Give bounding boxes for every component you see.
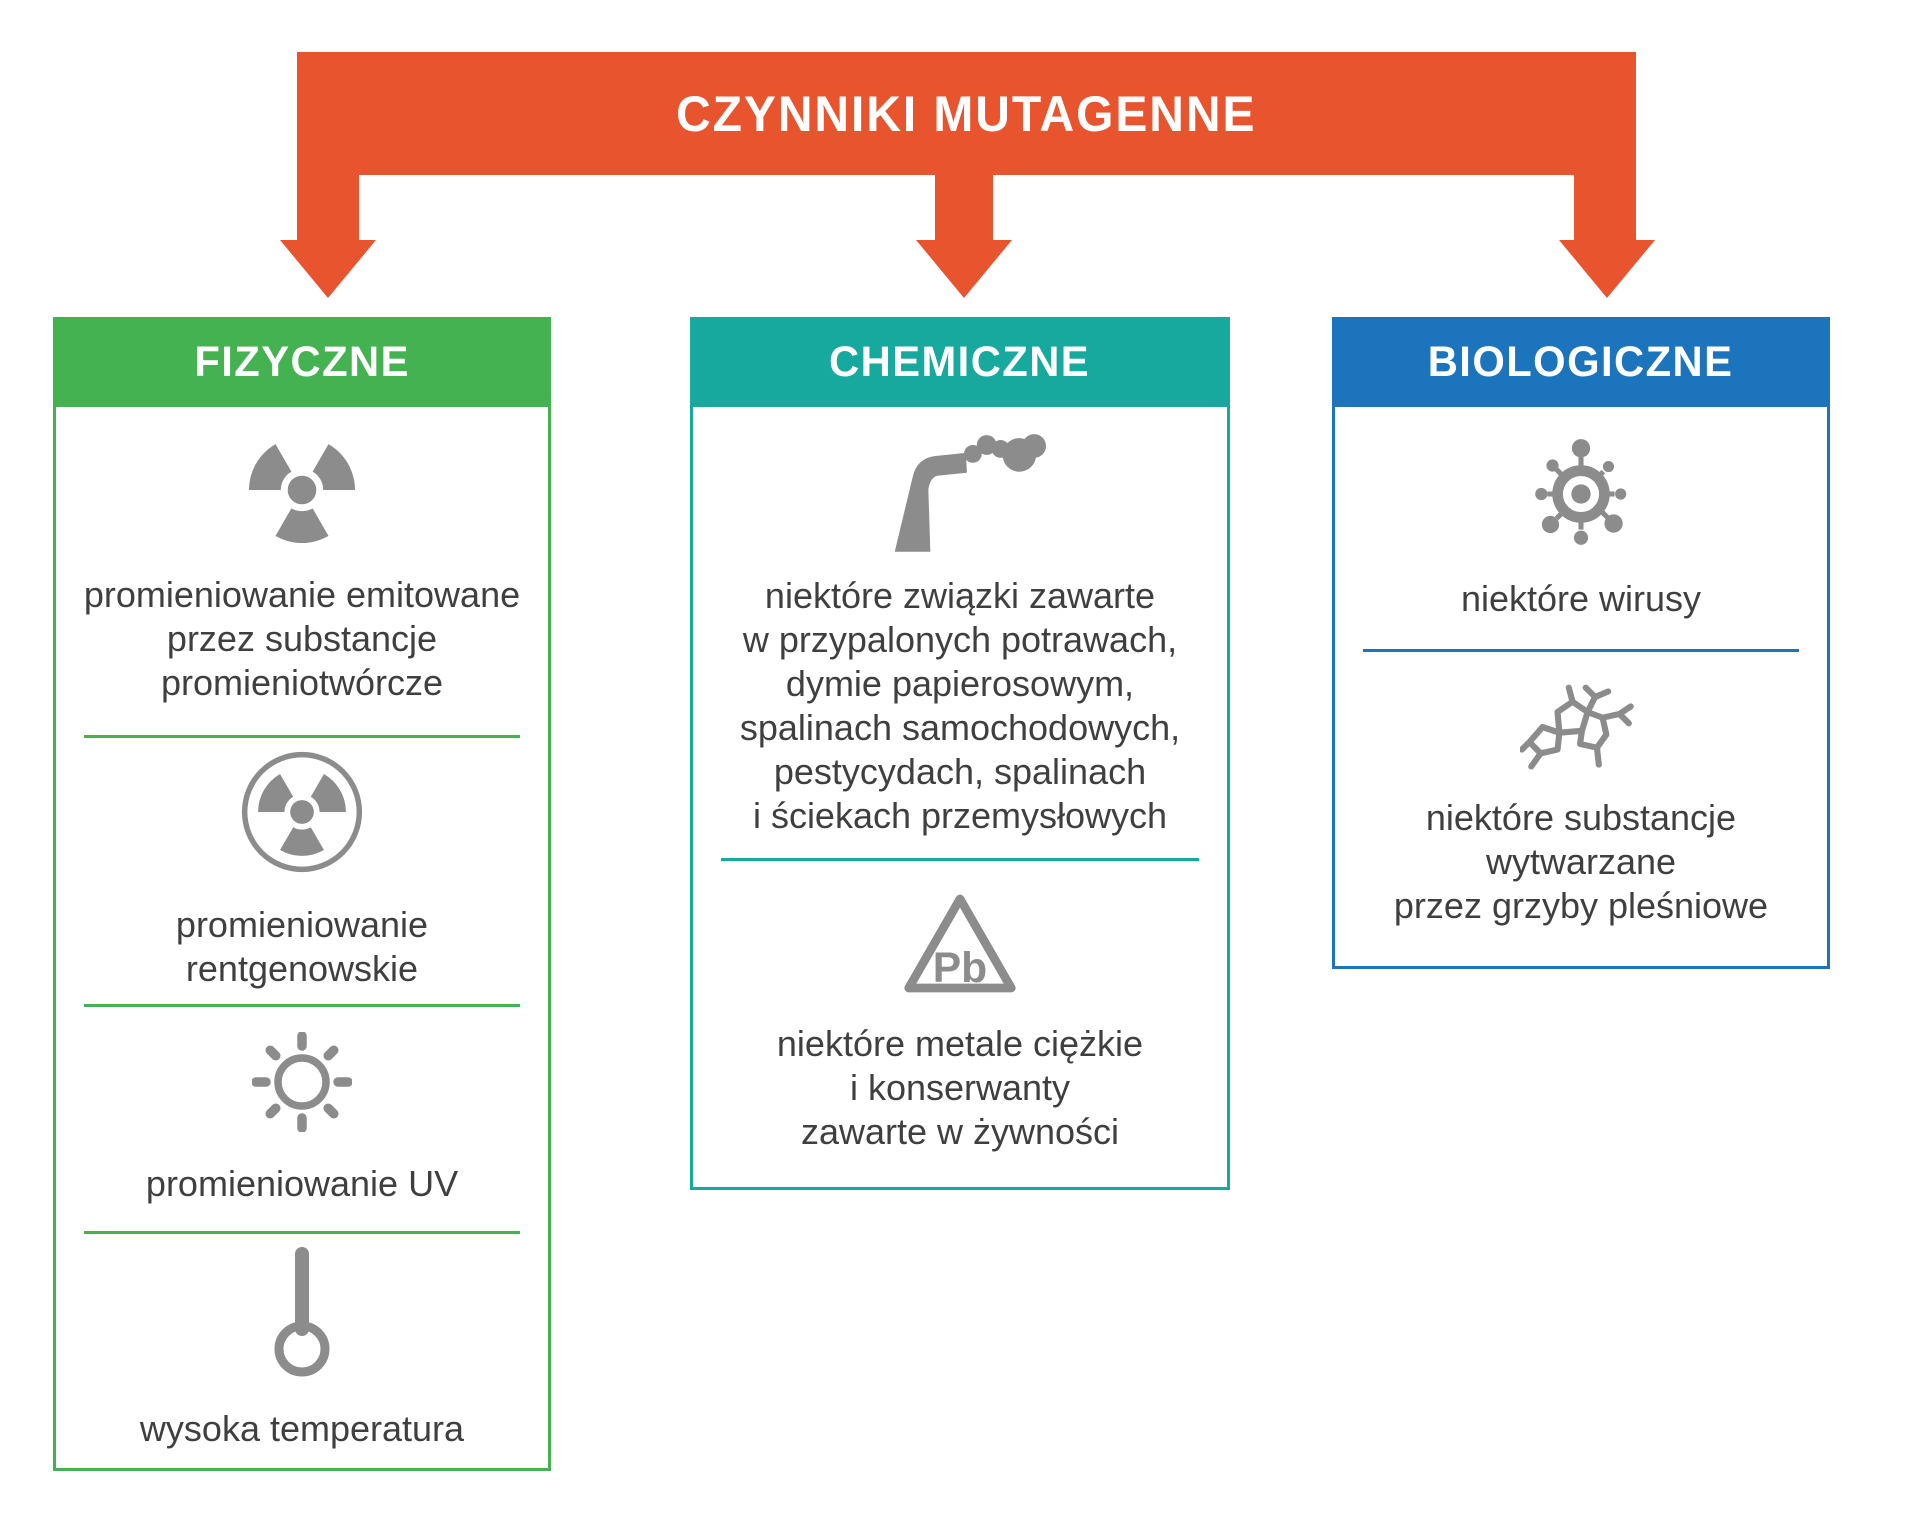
- column-header: FIZYCZNE: [53, 317, 551, 407]
- diagram-title: CZYNNIKI MUTAGENNE: [676, 85, 1257, 142]
- column-header: BIOLOGICZNE: [1332, 317, 1830, 407]
- item-text: promieniowanie rentgenowskie: [175, 904, 429, 989]
- item-text: niektóre związki zawarte w przypalonych …: [739, 574, 1181, 836]
- column-item: Pb niektóre metale ciężkie i konserwanty…: [693, 861, 1227, 1181]
- item-text: niektóre wirusy: [1460, 578, 1702, 619]
- item-text: niektóre substancje wytwarzane przez grz…: [1393, 797, 1769, 926]
- connector-stem-middle: [935, 174, 993, 241]
- radiation-circle-icon: [241, 751, 363, 873]
- item-separator: [721, 858, 1199, 861]
- pb-label: Pb: [933, 944, 987, 992]
- item-text: promieniowanie emitowane przez substancj…: [83, 574, 521, 703]
- column-item: niektóre związki zawarte w przypalonych …: [693, 407, 1227, 858]
- column-item: niektóre substancje wytwarzane przez grz…: [1335, 652, 1827, 956]
- column-item: niektóre wirusy: [1335, 407, 1827, 649]
- column-item: promieniowanie emitowane przez substancj…: [56, 407, 548, 735]
- item-text: niektóre metale ciężkie i konserwanty za…: [776, 1022, 1144, 1152]
- virus-icon: [1522, 435, 1640, 553]
- sun-icon: [252, 1032, 352, 1132]
- column-item: promieniowanie UV: [56, 1007, 548, 1231]
- column-header-label: CHEMICZNE: [829, 337, 1091, 386]
- connector-stem-left: [297, 174, 359, 241]
- category-column-fizyczne: FIZYCZNE promieniowanie emitowane przez …: [53, 317, 551, 1471]
- connector-stem-right: [1574, 174, 1636, 241]
- lead-warning-triangle-icon: Pb: [900, 889, 1020, 998]
- arrow-down-icon: [916, 240, 1012, 298]
- arrow-down-icon: [280, 240, 376, 298]
- category-column-biologiczne: BIOLOGICZNE: [1332, 317, 1830, 969]
- column-header-label: BIOLOGICZNE: [1428, 337, 1734, 386]
- item-separator: [1363, 649, 1799, 652]
- category-column-chemiczne: CHEMICZNE niektóre związki zawarte w prz…: [690, 317, 1230, 1190]
- item-text: wysoka temperatura: [139, 1408, 465, 1449]
- item-text: promieniowanie UV: [145, 1163, 459, 1204]
- title-banner: CZYNNIKI MUTAGENNE: [297, 52, 1636, 175]
- thermometer-icon: [272, 1245, 332, 1377]
- column-item: promieniowanie rentgenowskie: [56, 738, 548, 1004]
- factory-smoke-icon: [871, 428, 1049, 552]
- item-separator: [84, 1231, 520, 1234]
- column-item: wysoka temperatura: [56, 1234, 548, 1462]
- item-separator: [84, 1004, 520, 1007]
- mold-molecule-icon: [1520, 680, 1642, 776]
- item-separator: [84, 735, 520, 738]
- column-header-label: FIZYCZNE: [194, 337, 410, 386]
- column-header: CHEMICZNE: [690, 317, 1230, 407]
- arrow-down-icon: [1559, 240, 1655, 298]
- radiation-trefoil-icon: [249, 437, 355, 543]
